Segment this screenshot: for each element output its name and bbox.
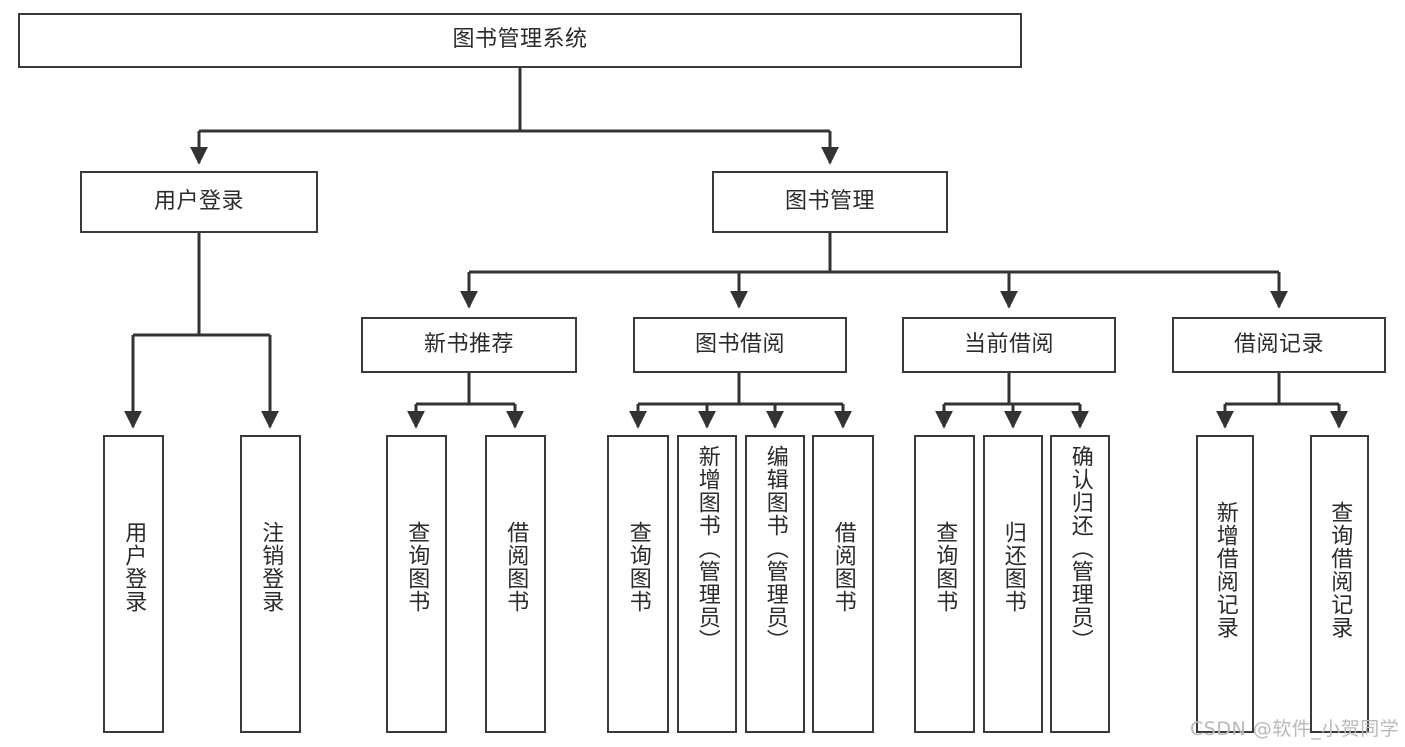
- leaf-query-borrow-record[interactable]: 查询借阅记录: [1310, 435, 1369, 733]
- node-label: 当前借阅: [963, 331, 1054, 357]
- node-label: 查询图书: [404, 521, 430, 613]
- node-label: 归还图书: [1000, 521, 1026, 613]
- leaf-borrow-book[interactable]: 借阅图书: [812, 435, 874, 733]
- leaf-edit-book-admin[interactable]: 编辑图书（管理员）: [745, 435, 805, 733]
- node-new-book-recommend[interactable]: 新书推荐: [361, 317, 577, 373]
- node-user-login[interactable]: 用户登录: [80, 171, 318, 233]
- leaf-user-login[interactable]: 用户登录: [103, 435, 164, 733]
- leaf-user-logout[interactable]: 注销登录: [240, 435, 301, 733]
- node-label: 查询图书: [932, 521, 958, 613]
- node-label: 编辑图书（管理员）: [762, 445, 788, 652]
- leaf-query-book-current[interactable]: 查询图书: [914, 435, 975, 733]
- node-label: 新增借阅记录: [1212, 501, 1238, 639]
- leaf-return-book[interactable]: 归还图书: [983, 435, 1043, 733]
- node-label: 新增图书（管理员）: [694, 445, 720, 652]
- node-label: 用户登录: [121, 521, 147, 613]
- node-label: 图书管理系统: [452, 27, 588, 53]
- node-root-system[interactable]: 图书管理系统: [18, 13, 1022, 68]
- leaf-borrow-book-recommend[interactable]: 借阅图书: [485, 435, 546, 733]
- node-label: 借阅图书: [503, 521, 529, 613]
- leaf-confirm-return-admin[interactable]: 确认归还（管理员）: [1050, 435, 1110, 733]
- node-label: 查询借阅记录: [1327, 501, 1353, 639]
- node-label: 注销登录: [258, 521, 284, 613]
- node-book-borrow[interactable]: 图书借阅: [633, 317, 847, 373]
- leaf-query-book-borrow[interactable]: 查询图书: [607, 435, 669, 733]
- node-label: 查询图书: [625, 521, 651, 613]
- node-book-management[interactable]: 图书管理: [712, 171, 948, 233]
- node-label: 图书借阅: [694, 331, 785, 357]
- node-label: 借阅图书: [830, 521, 856, 613]
- node-label: 新书推荐: [423, 331, 514, 357]
- node-borrow-records[interactable]: 借阅记录: [1172, 317, 1386, 373]
- node-current-borrow[interactable]: 当前借阅: [902, 317, 1116, 373]
- leaf-add-book-admin[interactable]: 新增图书（管理员）: [677, 435, 737, 733]
- node-label: 用户登录: [153, 188, 244, 214]
- node-label: 图书管理: [784, 188, 875, 214]
- node-label: 确认归还（管理员）: [1067, 445, 1093, 652]
- watermark: CSDN @软件_小贺同学: [1190, 718, 1400, 740]
- leaf-add-borrow-record[interactable]: 新增借阅记录: [1196, 435, 1254, 733]
- leaf-query-book-recommend[interactable]: 查询图书: [386, 435, 447, 733]
- node-label: 借阅记录: [1233, 331, 1324, 357]
